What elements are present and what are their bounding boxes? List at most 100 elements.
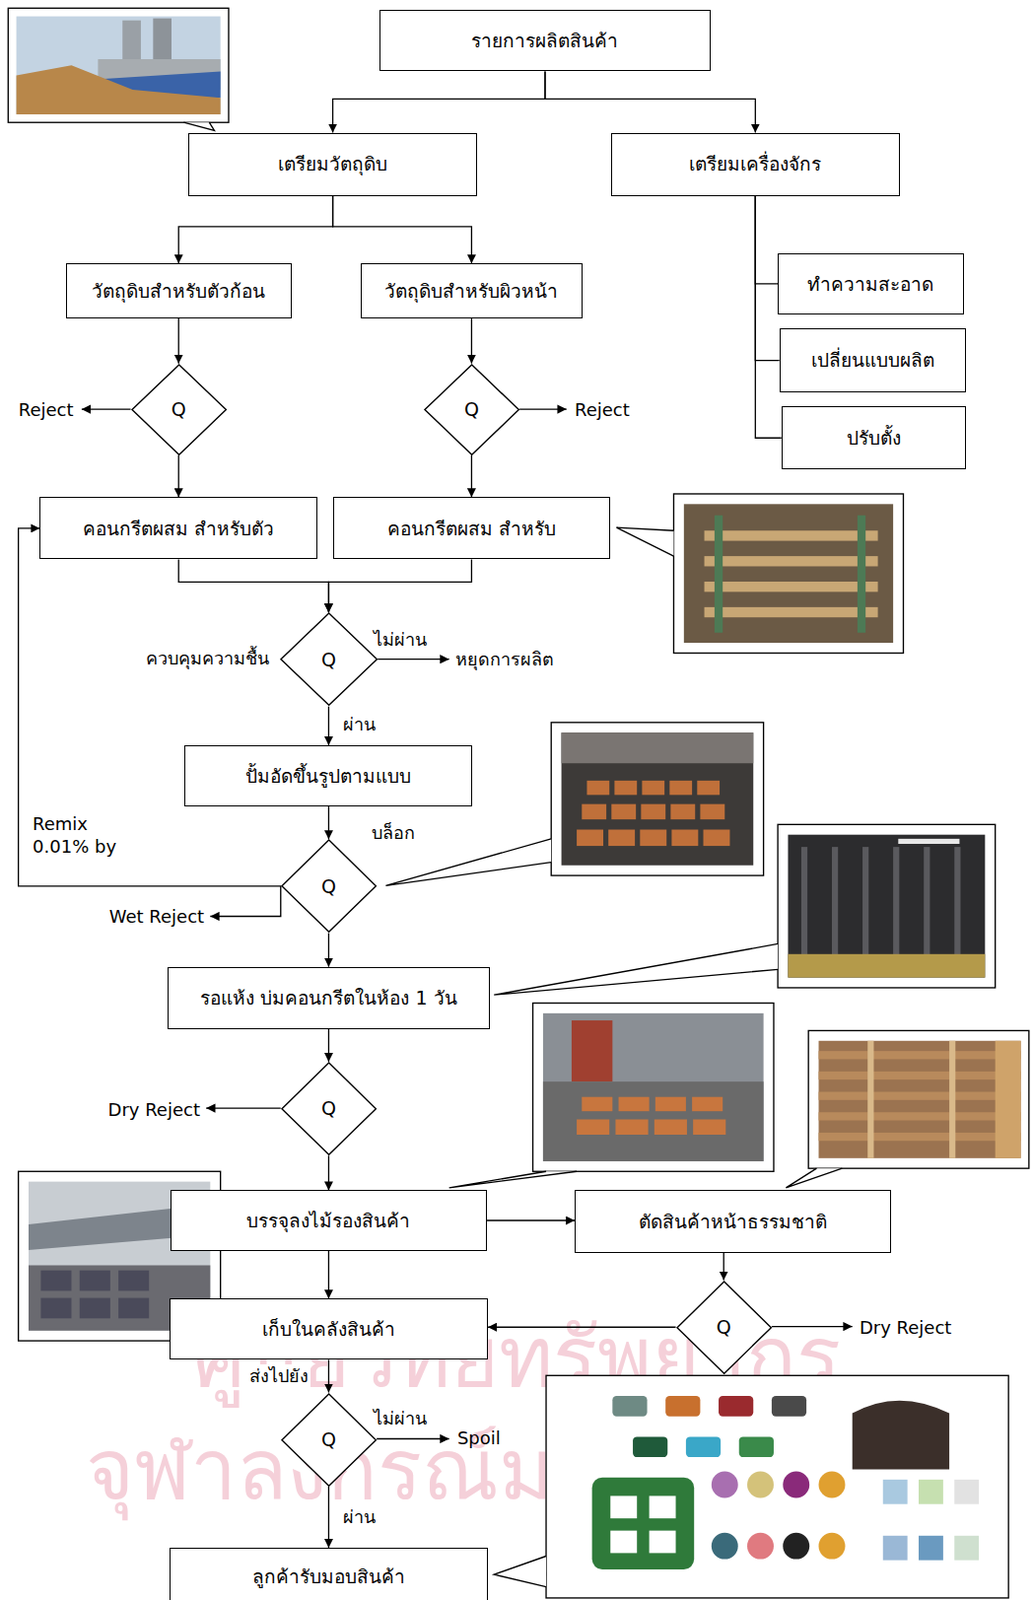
photo-callout-part-part <box>703 829 731 847</box>
node-text: รอแห้ง บ่มคอนกรีตในห้อง 1 วัน <box>200 985 457 1011</box>
photo-callout-part <box>571 1020 613 1082</box>
product-callout-part-part <box>954 1479 979 1505</box>
photo-callout-part-part <box>831 846 838 960</box>
photo-callout <box>449 1002 774 1187</box>
node-text: Q <box>321 647 337 673</box>
photo-callout-part-part <box>118 1270 149 1292</box>
decision-diamond: Q <box>280 1392 377 1487</box>
photo-callout-part-part <box>862 846 869 960</box>
node-text: ตัดสินค้าหน้าธรรมชาติ <box>638 1209 827 1235</box>
product-callout-part-part <box>819 1471 846 1499</box>
photo-callout-part <box>777 824 996 988</box>
product-callout-part-part <box>711 1471 739 1499</box>
product-callout-part-part <box>747 1471 774 1499</box>
decision-diamond: Q <box>423 363 520 456</box>
product-callout-part-part <box>610 1495 637 1518</box>
flow-connector <box>328 806 330 839</box>
photo-callout-part-part <box>692 1118 726 1135</box>
product-callout-part-part <box>711 1532 739 1560</box>
process-box: เตรียมวัตถุดิบ <box>188 133 478 197</box>
process-box: ปรับตั้ง <box>781 406 966 470</box>
flow-connector <box>333 196 473 264</box>
photo-callout-part-part <box>608 829 635 847</box>
photo-callout-part-part <box>619 1097 650 1111</box>
product-callout-part-part <box>918 1479 944 1505</box>
diamond-shape <box>281 839 376 932</box>
photo-callout-part <box>801 846 962 960</box>
flow-label: Spoil <box>457 1426 501 1449</box>
process-box: ปั้มอัดขึ้นรูปตามแบบ <box>184 745 473 807</box>
photo-callout-part-part <box>819 1111 1022 1120</box>
reject-arrow-part <box>377 658 449 660</box>
photo-callout <box>7 7 229 131</box>
photo-callout-part <box>7 7 229 123</box>
flow-connector <box>328 1155 330 1190</box>
reject-arrow-part <box>81 408 132 410</box>
photo-callout-part <box>704 607 879 618</box>
photo-callout-part-part <box>615 1118 648 1135</box>
flow-connector <box>178 455 180 497</box>
node-text: ปรับตั้ง <box>846 425 901 451</box>
flow-connector <box>178 196 333 264</box>
node-text: เตรียมวัตถุดิบ <box>277 151 388 177</box>
reject-arrow-part <box>519 408 567 410</box>
node-text: ทำความสะอาด <box>807 272 934 297</box>
product-callout-part-part <box>612 1395 647 1417</box>
photo-callout-part <box>704 581 879 592</box>
product-callout-part-part <box>782 1532 810 1560</box>
photo-callout-part <box>714 515 723 633</box>
product-callout-part-part <box>771 1395 807 1417</box>
product-callout-part-part <box>918 1535 944 1561</box>
node-text: Q <box>171 397 187 422</box>
product-callout-part-part <box>819 1532 846 1560</box>
photo-callout-part-part <box>670 804 695 821</box>
flow-connector <box>328 1250 330 1300</box>
photo-callout-part-part <box>611 804 636 821</box>
process-box: บรรจุลงไม้รองสินค้า <box>170 1189 487 1250</box>
photo-callout-part <box>616 527 674 556</box>
node-text: เปลี่ยนแบบผลิต <box>811 347 935 373</box>
node-text: เตรียมเครื่องจักร <box>688 151 822 177</box>
photo-callout-part <box>949 1040 956 1159</box>
flow-connector <box>328 558 472 613</box>
photo-callout-part-part <box>671 829 698 847</box>
photo-callout-part-part <box>640 804 666 821</box>
diamond-shape <box>424 364 519 455</box>
decision-diamond: Q <box>280 1061 377 1156</box>
photo-callout-part-part <box>654 1118 688 1135</box>
photo-callout-part-part <box>923 846 930 960</box>
flow-connector <box>755 196 778 284</box>
product-callout-part <box>546 1375 1009 1598</box>
photo-callout-part <box>561 732 755 763</box>
diamond-shape <box>280 613 377 705</box>
photo-callout-part-part <box>118 1298 149 1319</box>
photo-callout-part-part <box>699 804 725 821</box>
photo-callout-part <box>787 834 985 978</box>
process-box: ตัดสินค้าหน้าธรรมชาติ <box>574 1189 892 1252</box>
photo-callout-part <box>449 1170 577 1188</box>
photo-callout <box>785 1030 1029 1187</box>
flow-connector <box>471 318 473 364</box>
flow-connector <box>755 196 779 361</box>
product-callout-part-part <box>747 1532 774 1560</box>
reject-arrow-part <box>376 1438 450 1440</box>
product-callout-part-part <box>954 1535 979 1561</box>
photo-callout-part-part <box>586 780 610 795</box>
photo-callout-part-part <box>669 780 692 795</box>
photo-callout-part-part <box>581 804 607 821</box>
photo-callout-part-part <box>819 1071 1022 1080</box>
photo-callout-part <box>819 1040 1022 1159</box>
reject-arrow-part <box>771 1325 853 1327</box>
photo-callout-part <box>576 780 730 846</box>
flow-label: ไม่ผ่าน <box>373 1406 427 1430</box>
product-callout <box>493 1375 1009 1598</box>
flow-connector <box>18 528 281 887</box>
node-text: ปั้มอัดขึ้นรูปตามแบบ <box>245 763 412 789</box>
node-text: Q <box>716 1314 732 1340</box>
reject-arrow-part <box>209 885 280 916</box>
photo-callout-part-part <box>639 829 667 847</box>
diamond-shape <box>132 364 226 455</box>
product-callout-part-part <box>649 1530 677 1554</box>
photo-callout-part <box>385 838 551 887</box>
